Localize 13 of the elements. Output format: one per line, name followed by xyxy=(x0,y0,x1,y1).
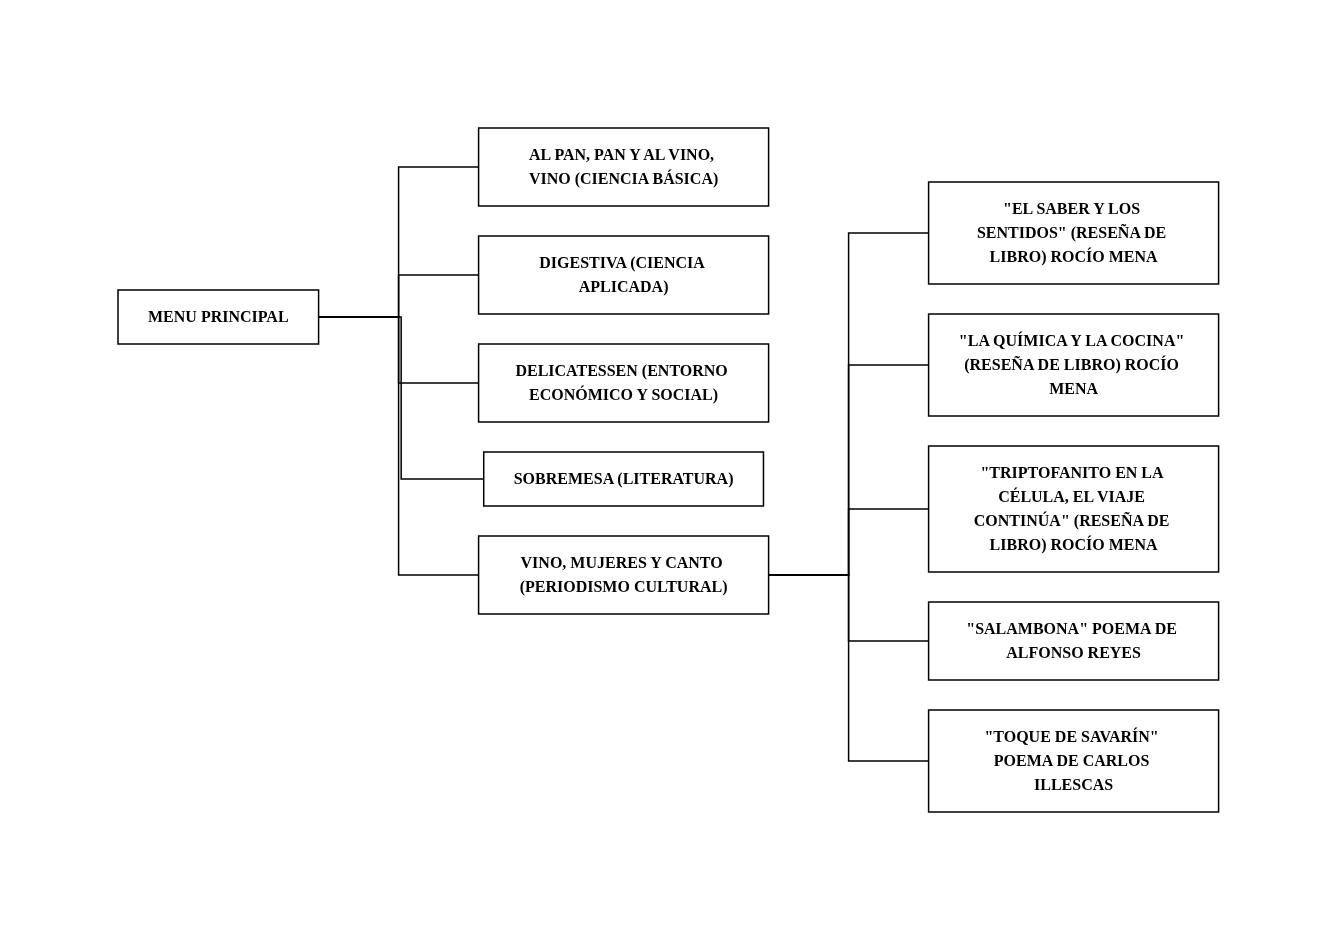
node-box: "LA QUÍMICA Y LA COCINA" (RESEÑA DE LIBRO) ROCÍO MENA xyxy=(928,313,1220,417)
node-box: VINO, MUJERES Y CANTO (PERIODISMO CULTURAL) xyxy=(478,535,770,615)
node-box: SOBREMESA (LITERATURA) xyxy=(483,451,765,507)
connector xyxy=(318,316,480,576)
node-box: MENU PRINCIPAL xyxy=(117,289,320,345)
node-box: "SALAMBONA" POEMA DE ALFONSO REYES xyxy=(928,601,1220,681)
node-box: "TOQUE DE SAVARÍN" POEMA DE CARLOS ILLESCAS xyxy=(928,709,1220,813)
node-box: "EL SABER Y LOS SENTIDOS" (RESEÑA DE LIBRO) ROCÍO MENA xyxy=(928,181,1220,285)
node-box: DIGESTIVA (CIENCIA APLICADA) xyxy=(478,235,770,315)
node-box: DELICATESSEN (ENTORNO ECONÓMICO Y SOCIAL) xyxy=(478,343,770,423)
node-box: "TRIPTOFANITO EN LA CÉLULA, EL VIAJE CONTINÚA" (RESEÑA DE LIBRO) ROCÍO MENA xyxy=(928,445,1220,573)
connector xyxy=(768,574,930,762)
node-box: AL PAN, PAN Y AL VINO, VINO (CIENCIA BÁSICA) xyxy=(478,127,770,207)
